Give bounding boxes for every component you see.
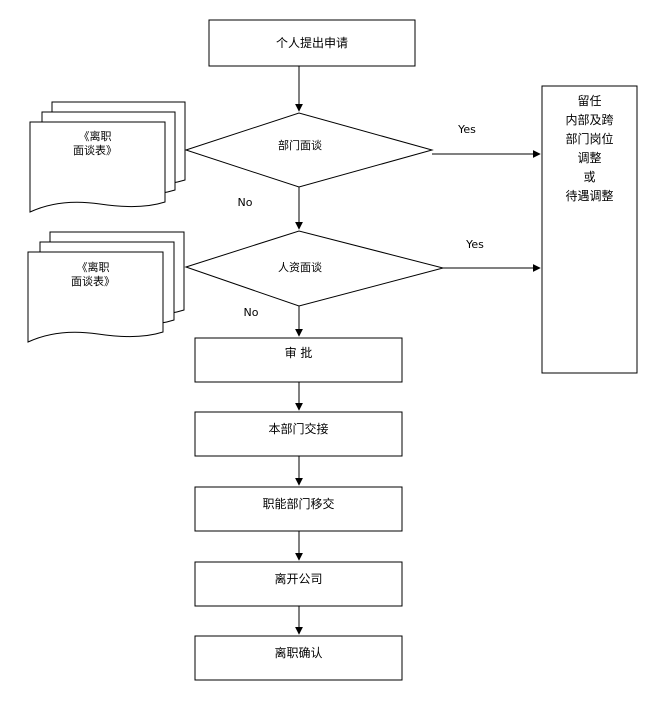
outcome-label: 留任 内部及跨 部门岗位 调整 或 待遇调整 xyxy=(565,94,614,203)
decision-hr-label: 人资面谈 xyxy=(278,261,322,274)
step-apply-label: 个人提出申请 xyxy=(275,36,348,50)
document-stack-2 xyxy=(27,231,185,343)
yes-label-2: Yes xyxy=(466,238,484,251)
box-approve xyxy=(194,337,403,383)
step-leave-label: 离开公司 xyxy=(274,572,323,586)
box-handover xyxy=(194,411,403,457)
step-approve-label: 审 批 xyxy=(284,346,313,360)
step-confirm-label: 离职确认 xyxy=(274,646,323,660)
no-label-2: No xyxy=(243,306,259,319)
box-apply xyxy=(208,19,416,67)
doc-form-label-1: 《离职 面谈表》 xyxy=(73,130,117,157)
decision-dept-label: 部门面谈 xyxy=(278,139,322,152)
doc-form-label-2: 《离职 面谈表》 xyxy=(71,261,115,288)
box-confirm xyxy=(194,635,403,681)
step-func-transfer-label: 职能部门移交 xyxy=(262,497,335,511)
box-func-transfer xyxy=(194,486,403,532)
box-leave xyxy=(194,561,403,607)
box-outcome xyxy=(541,85,638,374)
yes-label-1: Yes xyxy=(458,123,476,136)
diamond-dept xyxy=(184,112,434,188)
step-handover-label: 本部门交接 xyxy=(268,422,329,436)
no-label-1: No xyxy=(237,196,253,209)
document-stack-1 xyxy=(29,101,186,213)
